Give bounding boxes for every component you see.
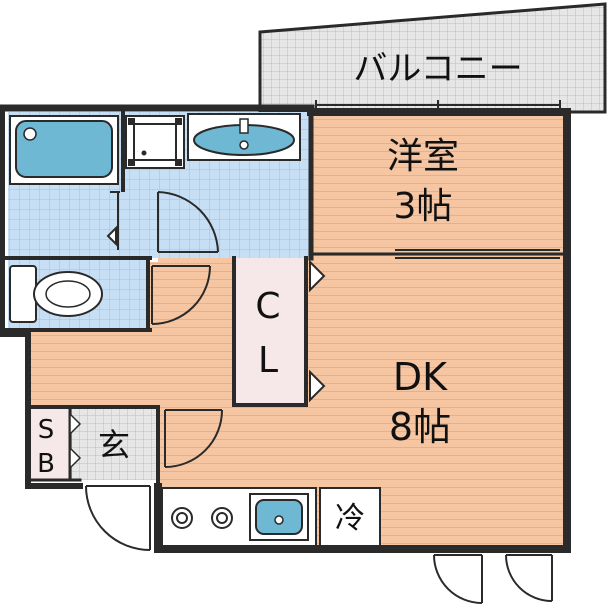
western-room-floor: [311, 114, 567, 254]
room-partition-sliding-door: [395, 249, 560, 259]
washroom-door: [157, 191, 219, 253]
western-room-label: 洋室: [387, 136, 459, 177]
western-room-size: 3帖: [394, 186, 453, 227]
entrance-label: 玄: [98, 426, 130, 464]
balcony-label: バルコニー: [353, 49, 522, 89]
stove-burner-icon: [171, 507, 233, 529]
bath-door: [106, 191, 120, 250]
shoe-box: [28, 407, 70, 480]
closet-label-c: C: [255, 286, 280, 327]
closet-doors: [309, 259, 326, 403]
exterior-doors: [433, 554, 553, 604]
entrance-door: [85, 485, 151, 551]
balcony: バルコニー: [258, 2, 607, 114]
fridge-space: 冷: [319, 487, 381, 547]
wash-basin-icon: [187, 113, 301, 161]
dk-label: DK: [393, 355, 448, 399]
fridge-label: 冷: [335, 501, 365, 536]
kitchen-sink-icon: [249, 493, 309, 541]
sb-label-s: S: [38, 415, 55, 445]
bathtub-icon: [9, 115, 119, 185]
closet: [234, 258, 306, 403]
kitchen-counter: [161, 487, 317, 547]
entrance-floor: [70, 407, 158, 480]
toilet-door: [151, 265, 211, 325]
dk-door: [164, 409, 223, 468]
shoe-box-doors: [69, 412, 82, 470]
walls: [0, 104, 571, 553]
washing-machine-icon: [125, 115, 185, 169]
sb-label-b: B: [37, 449, 55, 479]
balcony-window: [315, 100, 561, 110]
dk-size: 8帖: [389, 405, 451, 449]
closet-label-l: L: [258, 340, 278, 381]
toilet-icon: [9, 265, 103, 323]
